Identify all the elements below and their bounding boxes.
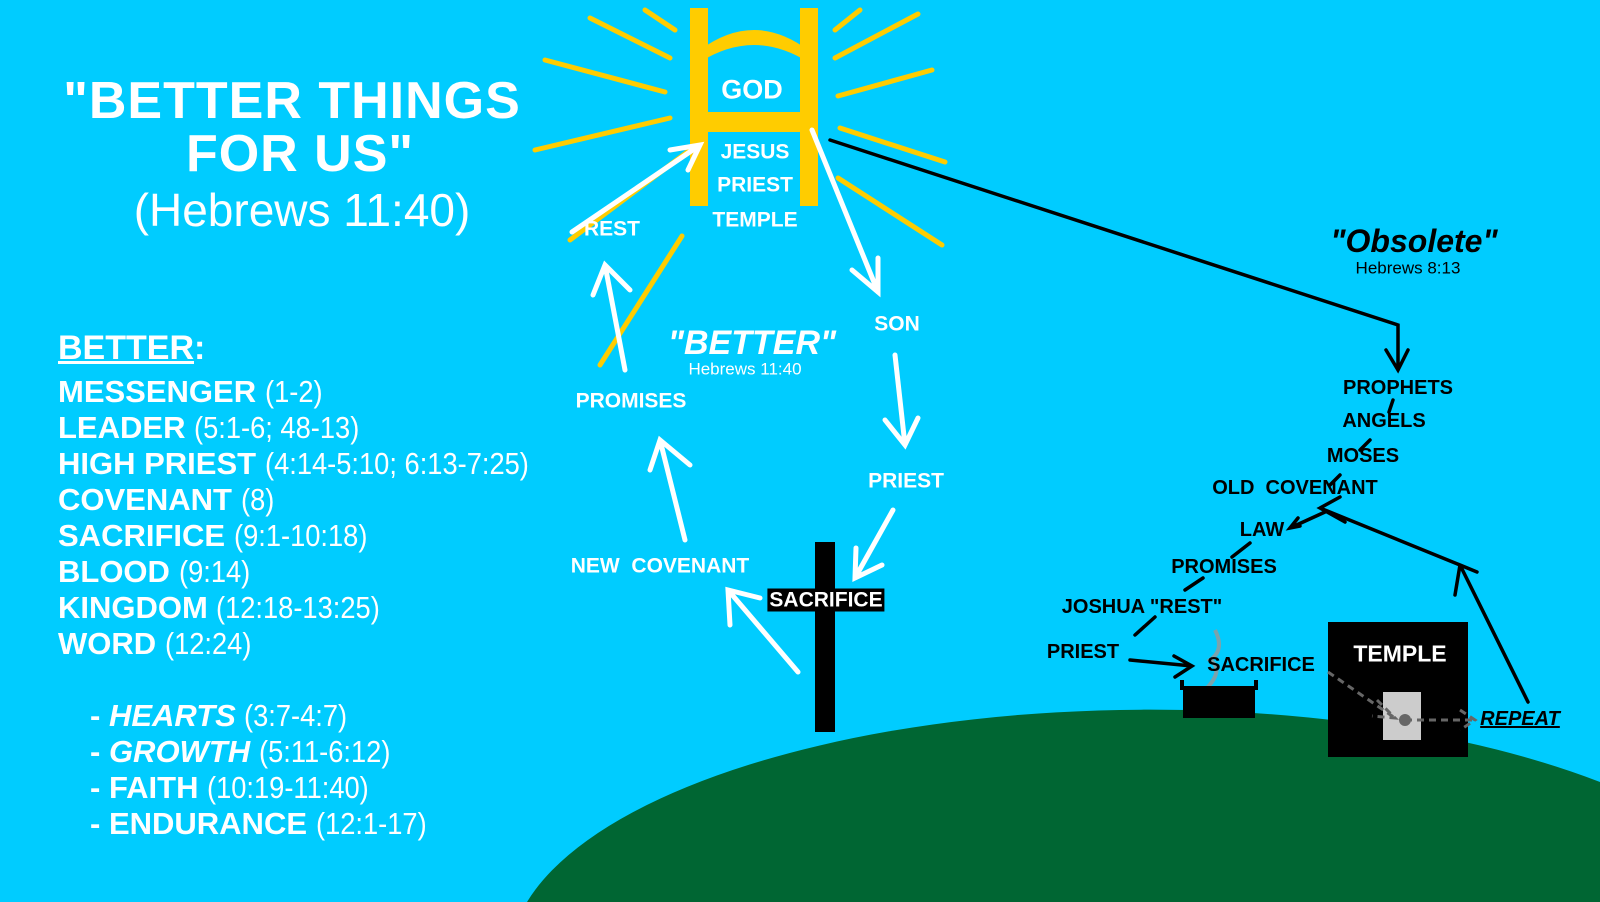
law-label: LAW xyxy=(1239,519,1285,541)
item-name: KINGDOM xyxy=(58,590,208,625)
rest-label: REST xyxy=(583,217,641,241)
better-list-item: MESSENGER (1-2) xyxy=(58,374,565,410)
new-cycle-arrows xyxy=(569,127,921,675)
item-name: GROWTH xyxy=(108,734,251,769)
altar xyxy=(1180,680,1258,718)
item-name: ENDURANCE xyxy=(108,806,308,841)
obsolete-reference: Hebrews 8:13 xyxy=(1355,258,1461,278)
sacrifice-cross-label: SACRIFICE xyxy=(767,588,885,612)
moses-label: MOSES xyxy=(1326,445,1400,467)
old-promises-label: PROMISES xyxy=(1171,556,1277,578)
dash: - xyxy=(90,734,109,769)
better-reference: Hebrews 11:40 xyxy=(688,359,802,379)
better-heading: BETTER xyxy=(58,329,194,367)
better-list-item: - GROWTH (5:11-6:12) xyxy=(58,734,565,770)
repeat-dashed-arrows xyxy=(1327,670,1478,732)
item-name: HEARTS xyxy=(108,698,236,733)
jesus-label: JESUS xyxy=(720,140,790,164)
item-reference: (12:1-17) xyxy=(315,806,427,841)
better-list-item: BLOOD (9:14) xyxy=(58,554,565,590)
item-name: SACRIFICE xyxy=(58,518,226,553)
item-name: FAITH xyxy=(108,770,199,805)
item-reference: (9:1-10:18) xyxy=(233,518,368,553)
item-name: HIGH PRIEST xyxy=(58,446,257,481)
title-line-1: "BETTER THINGS xyxy=(63,72,521,130)
item-reference: (9:14) xyxy=(178,554,250,589)
dash: - xyxy=(90,770,109,805)
temple-label: TEMPLE xyxy=(712,208,798,232)
item-reference: (5:11-6:12) xyxy=(258,734,391,769)
better-list-item: COVENANT (8) xyxy=(58,482,565,518)
better-list-item: - ENDURANCE (12:1-17) xyxy=(58,806,565,842)
old-cycle-lines xyxy=(828,138,1530,704)
hill xyxy=(527,709,1600,902)
item-reference: (1-2) xyxy=(264,374,323,409)
temple-building-label: TEMPLE xyxy=(1353,640,1447,667)
item-reference: (12:18-13:25) xyxy=(216,590,381,625)
title-line-2: FOR US" xyxy=(185,125,415,183)
item-name: LEADER xyxy=(58,410,186,445)
repeat-label: REPEAT xyxy=(1480,708,1560,730)
promises-label: PROMISES xyxy=(575,389,687,413)
item-reference: (10:19-11:40) xyxy=(207,770,369,805)
new-covenant-label: NEW COVENANT xyxy=(570,554,750,578)
better-list: BETTER: MESSENGER (1-2)LEADER (5:1-6; 48… xyxy=(58,330,565,842)
old-sacrifice-label: SACRIFICE xyxy=(1207,654,1315,676)
better-heading-center: "BETTER" xyxy=(667,324,837,362)
item-reference: (5:1-6; 48-13) xyxy=(194,410,360,445)
item-name: BLOOD xyxy=(58,554,170,589)
god-label: GOD xyxy=(721,74,783,105)
better-list-item: HIGH PRIEST (4:14-5:10; 6:13-7:25) xyxy=(58,446,565,482)
item-reference: (4:14-5:10; 6:13-7:25) xyxy=(264,446,529,481)
son-label: SON xyxy=(874,312,920,336)
joshua-rest-label: JOSHUA "REST" xyxy=(1061,596,1223,618)
better-list-item: KINGDOM (12:18-13:25) xyxy=(58,590,565,626)
priest-top-label: PRIEST xyxy=(717,173,793,197)
item-reference: (3:7-4:7) xyxy=(244,698,348,733)
title-reference: (Hebrews 11:40) xyxy=(133,184,471,236)
better-list-item: SACRIFICE (9:1-10:18) xyxy=(58,518,565,554)
item-name: WORD xyxy=(58,626,157,661)
better-list-item: WORD (12:24) xyxy=(58,626,565,662)
item-name: COVENANT xyxy=(58,482,232,517)
item-reference: (8) xyxy=(240,482,274,517)
angels-label: ANGELS xyxy=(1342,410,1426,432)
smoke xyxy=(1203,629,1221,692)
better-list-item: - HEARTS (3:7-4:7) xyxy=(58,698,565,734)
dash: - xyxy=(90,806,109,841)
priest-label: PRIEST xyxy=(868,469,944,493)
dash: - xyxy=(90,698,109,733)
prophets-label: PROPHETS xyxy=(1342,377,1454,399)
better-list-item: - FAITH (10:19-11:40) xyxy=(58,770,565,806)
better-list-item: LEADER (5:1-6; 48-13) xyxy=(58,410,565,446)
old-priest-label: PRIEST xyxy=(1046,641,1120,663)
item-name: MESSENGER xyxy=(58,374,257,409)
cross-post xyxy=(815,542,835,732)
obsolete-heading: "Obsolete" xyxy=(1330,223,1498,259)
item-reference: (12:24) xyxy=(164,626,252,661)
old-covenant-label: OLD COVENANT xyxy=(1212,477,1378,499)
